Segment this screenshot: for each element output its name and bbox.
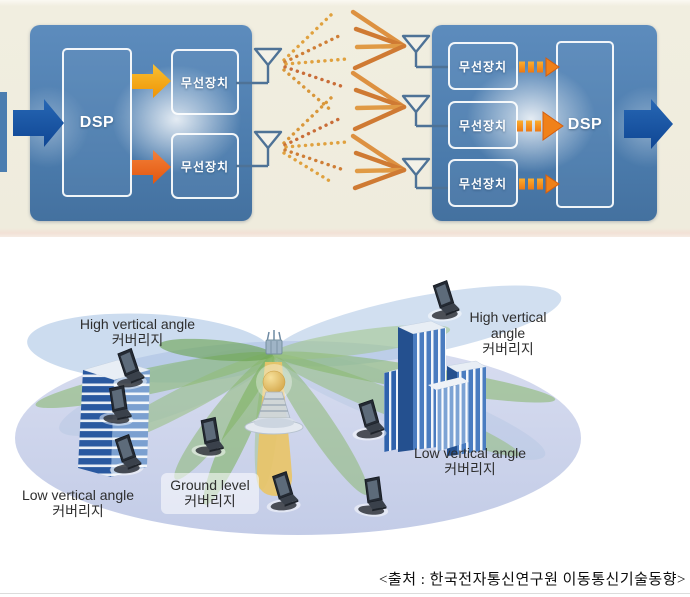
base-station-tower xyxy=(244,330,304,435)
bottom-divider xyxy=(0,593,690,594)
building-right xyxy=(384,320,487,456)
rx-solid-signal-rays xyxy=(350,9,407,191)
tx-radio-unit-1: 무선장치 xyxy=(171,49,239,115)
receiver-unit-panel xyxy=(432,25,657,221)
transmitter-unit-panel xyxy=(30,25,252,221)
label-ground-level: Ground level 커버리지 xyxy=(170,477,250,510)
source-caption: <출처 : 한국전자통신연구원 이동통신기술동향> xyxy=(378,572,686,588)
coverage-graphics xyxy=(15,278,581,535)
rx-radio-unit-2: 무선장치 xyxy=(448,101,518,149)
rx-radio-unit-1: 무선장치 xyxy=(448,42,518,90)
tx-dsp-box: DSP xyxy=(62,48,132,197)
tx-dotted-signal-rays xyxy=(282,11,349,185)
tx-radio-unit-2: 무선장치 xyxy=(171,133,239,199)
label-low-vertical-angle-right: Low vertical angle 커버리지 xyxy=(413,445,527,478)
left-edge-fragment xyxy=(0,92,7,172)
mimo-architecture-figure: DSP 무선장치 무선장치 무선장치 무선장치 무선장치 DSP xyxy=(0,0,690,237)
label-low-vertical-angle-left: Low vertical angle 커버리지 xyxy=(21,487,135,520)
label-high-vertical-angle-right: High vertical angle 커버리지 xyxy=(469,309,547,358)
rx-dsp-box: DSP xyxy=(556,41,614,208)
label-high-vertical-angle-left: High vertical angle 커버리지 xyxy=(79,316,196,349)
ground-level-label-band xyxy=(161,473,259,514)
coverage-figure: High vertical angle 커버리지 High vertical a… xyxy=(0,270,690,560)
rx-radio-unit-3: 무선장치 xyxy=(448,159,518,207)
